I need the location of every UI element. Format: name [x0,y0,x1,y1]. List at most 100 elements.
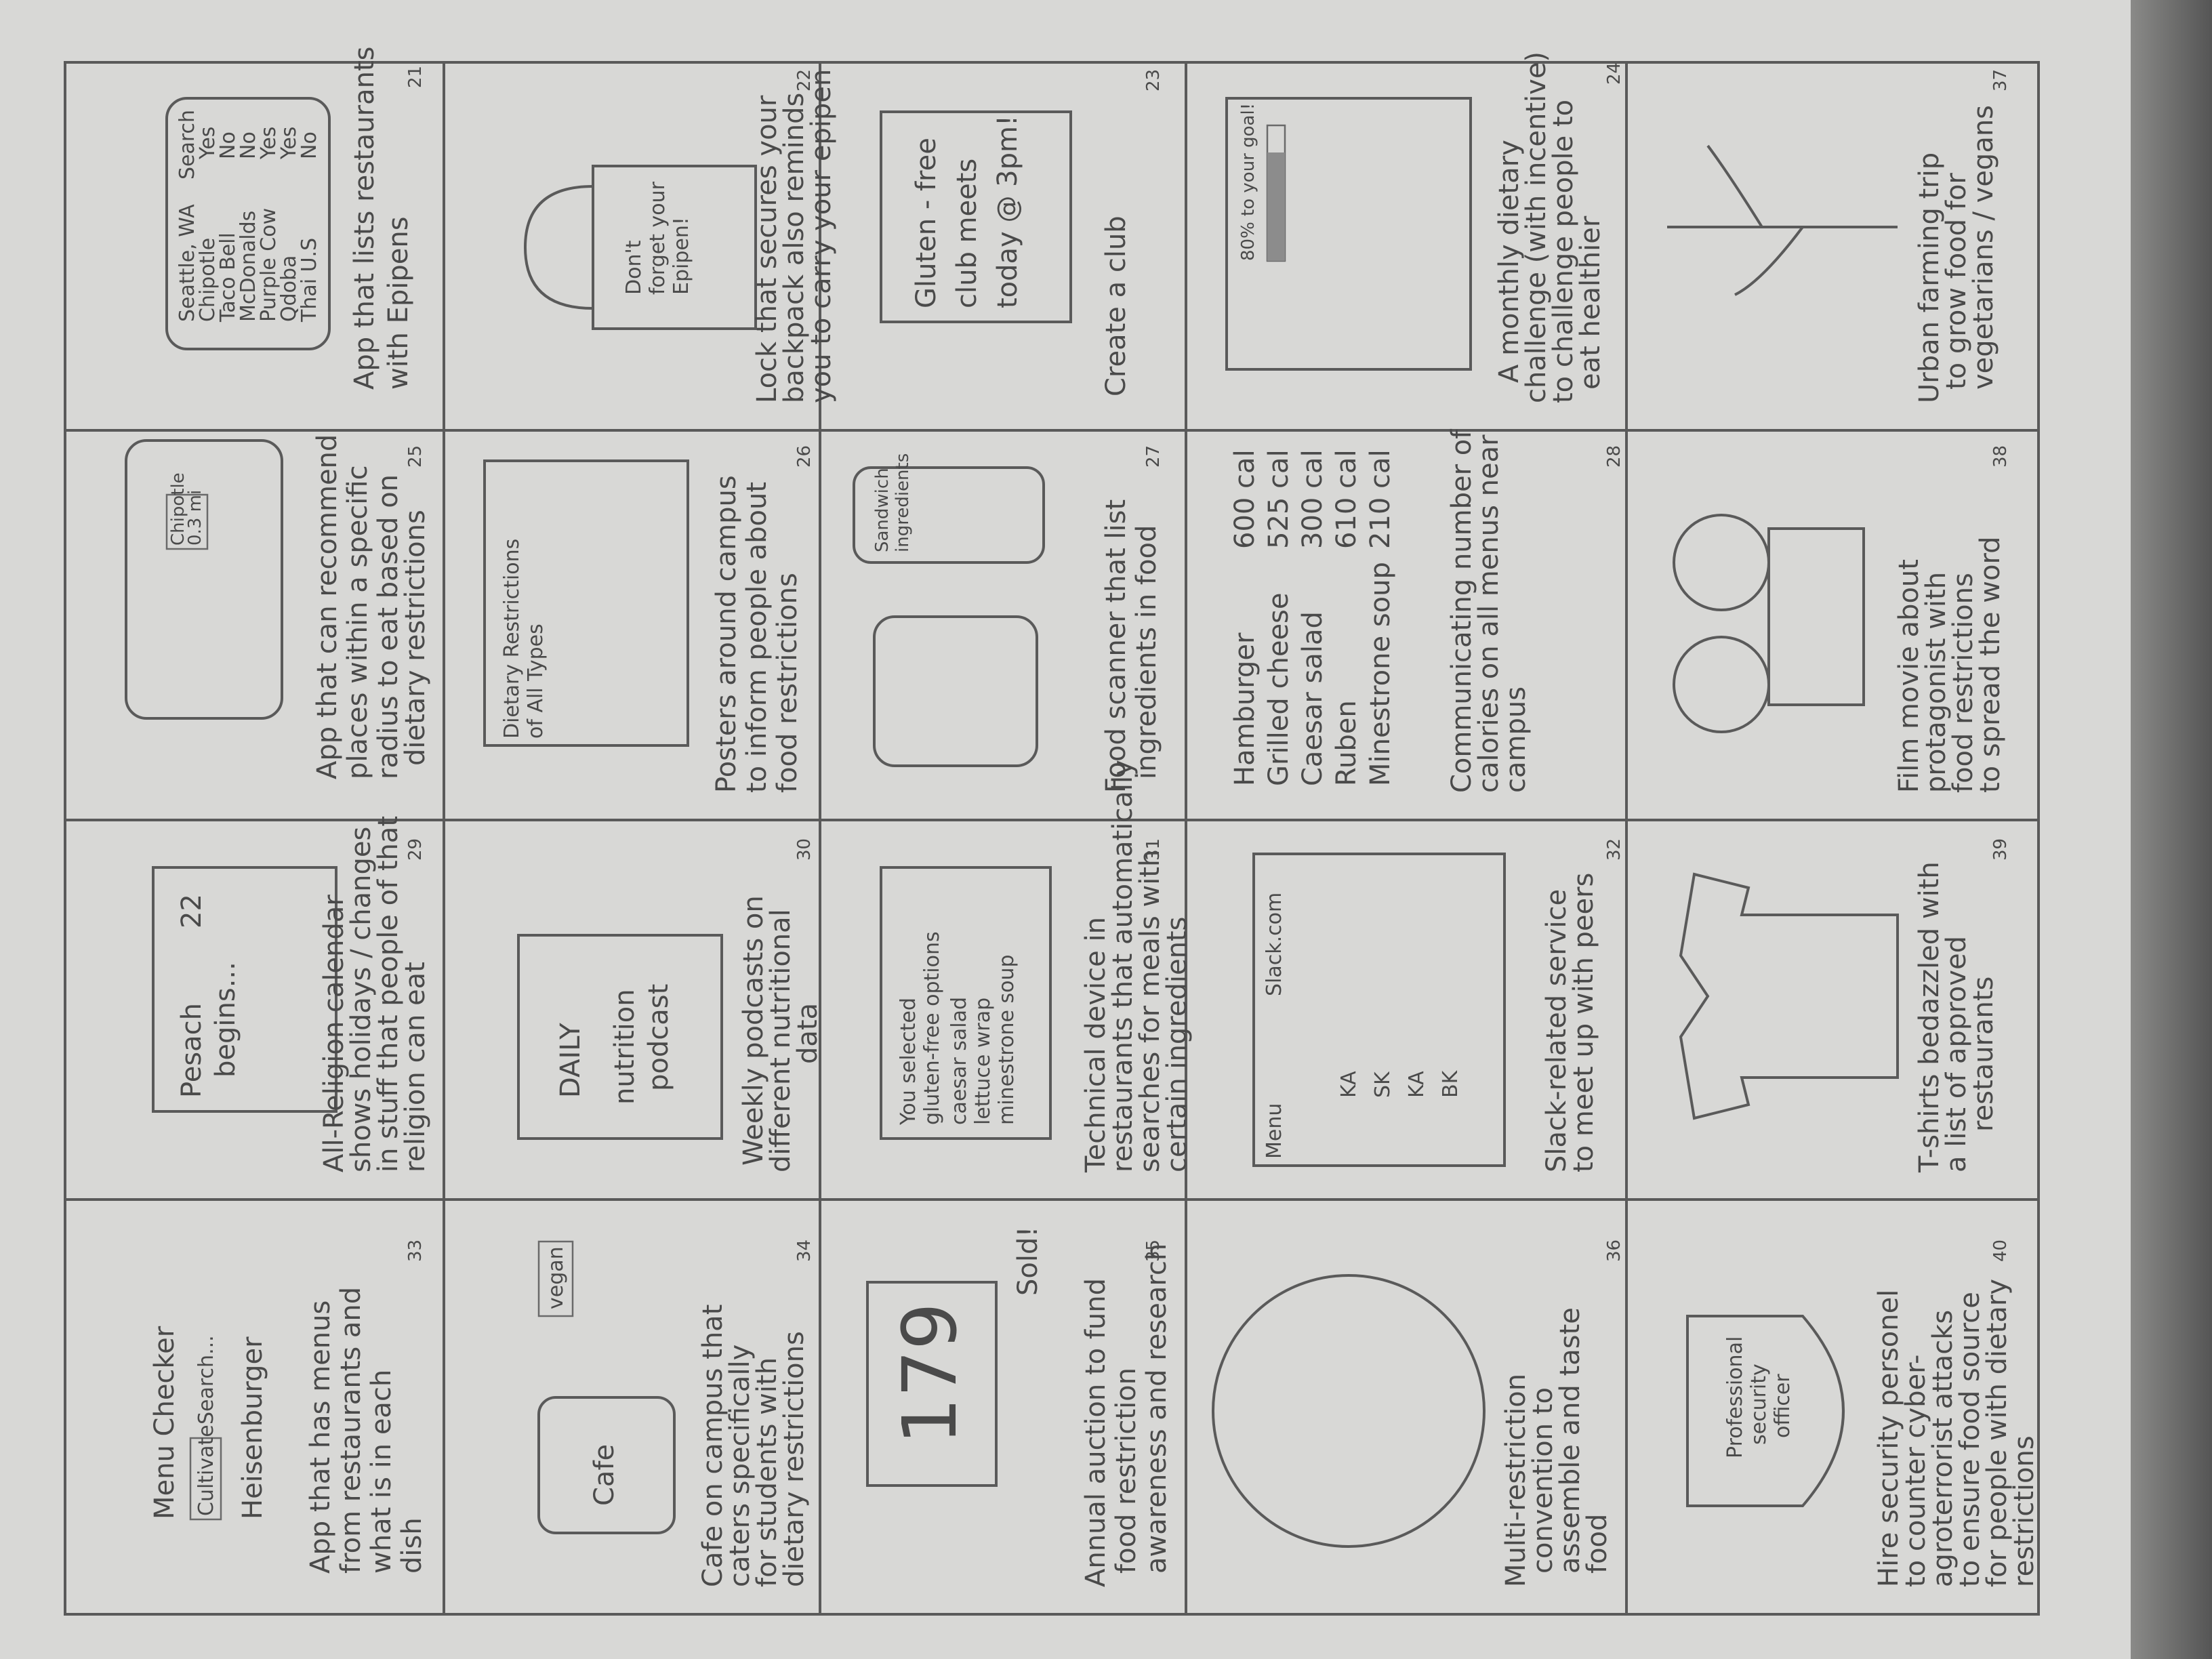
caption-line: restaurants that automatically [1107,760,1139,1172]
paper-edge-shadow [2131,0,2212,1659]
lock-tag-text: Epipen! [670,217,693,295]
poster-title: of All Types [524,623,548,739]
poster-title: Dietary Restrictions [500,539,524,739]
cell-32: 32 Slack.com Menu KA SK KA BK Slack-rela… [1252,838,1624,1172]
caption-line: caters specifically [724,1345,756,1587]
menu-item: Caesar salad [1297,611,1328,786]
phone-row-name: Qdoba [277,255,301,322]
cell-number: 39 [1990,838,2011,861]
caption-line: with Epipens [383,216,414,390]
calendar-event: begins... [210,962,241,1078]
caption-line: Technical device in [1080,917,1111,1173]
cell-number: 32 [1604,838,1624,861]
cell-36: 36 Multi-restriction convention to assem… [1212,1240,1624,1587]
caption-line: A monthly dietary [1494,140,1525,383]
caption-line: eat healthier [1575,216,1606,390]
calendar-event: Pesach [176,1003,207,1098]
cell-22: 22 Don't forget your Epipen! Lock that s… [523,69,837,403]
caption-line: shows holidays / changes [346,827,377,1172]
club-sign-text: club meets [951,159,983,308]
cell-23: 23 Gluten - free club meets today @ 3pm!… [880,69,1164,396]
caption-line: searches for meals with [1134,850,1166,1172]
caption-line: Multi-restriction [1500,1374,1532,1587]
slack-title: Slack.com [1263,893,1286,996]
cell-number: 31 [1143,838,1164,861]
caption-line: Posters around campus [711,475,742,793]
vegan-sign: vegan [544,1246,568,1309]
caption-line: food restriction [1111,1368,1142,1574]
device-option: caesar salad [947,997,971,1125]
cell-21: 21 Seattle, WA Search Chipotle Yes Taco … [165,46,426,390]
map-pin-distance: 0.3 mi [185,490,205,546]
phone-map-sketch [125,439,283,720]
device-option: minestrone soup [995,955,1019,1126]
caption-line: you to carry your epipen [806,69,837,403]
convention-floor-sketch [1212,1274,1486,1548]
caption-line: to counter cyber- [1900,1355,1931,1587]
phone-row-status: Yes [257,127,281,160]
calendar-day: 22 [176,894,207,928]
caption-line: food restrictions [1948,573,1979,793]
app-search-input: Search... [194,1335,218,1425]
caption-line: App that lists restaurants [349,46,380,390]
map-pin-label-box [165,493,209,550]
caption-line: protagonist with [1921,572,1952,793]
caption-line: assemble and taste [1555,1307,1586,1574]
cell-number: 34 [794,1240,815,1262]
cell-31: 31 You selected gluten-free options caes… [880,760,1193,1173]
device-screen-sketch [880,866,1052,1140]
auction-number: 179 [886,1303,973,1445]
caption-line: Urban farming trip [1914,152,1945,403]
security-badge-sketch [1686,1315,1845,1507]
auction-sold: Sold! [1012,1227,1044,1296]
cell-39: 39 T-shirts bedazzled with a list of app… [1679,838,2011,1173]
phone-row-status: No [298,131,321,159]
caption-line: for people with dietary [1982,1279,2013,1587]
phone-row-status: No [216,131,240,159]
cell-38: 38 Film movie about protagonist with foo… [1673,445,2011,793]
cell-number: 26 [794,445,815,468]
caption-line: awareness and research [1141,1244,1172,1574]
caption-line: to grow food for [1941,173,1972,390]
sandwich-sketch [873,615,1038,767]
caption-line: Weekly podcasts on [738,895,769,1166]
caption-line: certain ingredients [1162,917,1193,1172]
film-reel-sketch [1673,636,1770,733]
slack-window-sketch [1252,853,1506,1167]
cell-27: 27 Sandwich ingredients Food scanner tha… [853,445,1164,793]
phone-row-name: Purple Cow [257,208,281,322]
caption-line: Create a club [1101,216,1132,396]
caption-line: campus [1500,687,1532,793]
menu-item: Grilled cheese [1263,592,1294,786]
slack-item: BK [1439,1069,1462,1098]
progress-label: 80% to your goal! [1238,103,1258,261]
cell-25: 25 Chipotle 0.3 mi App that can recommen… [125,434,431,779]
slack-menu: Menu [1263,1103,1286,1159]
phone-table: Seattle, WA Search Chipotle Yes Taco Bel… [176,110,321,323]
caption-line: Lock that secures your [752,95,783,403]
caption-line: Cafe on campus that [697,1305,729,1587]
phone-row-status: Yes [196,127,220,160]
cell-26: 26 Dietary Restrictions of All Types Pos… [483,445,815,793]
mug-sketch [537,1396,676,1534]
cell-28: 28 Hamburger 600 cal Grilled cheese 525 … [1229,429,1624,793]
caption-line: data [792,1003,823,1064]
caption-line: to ensure food source [1954,1292,1986,1587]
lock-tag-text: forget your [646,181,670,295]
cell-number: 30 [794,838,815,861]
cell-number: 21 [405,66,426,88]
cell-number: 22 [794,69,815,91]
phone-row-status: No [237,131,260,159]
t-shirt-sketch [1679,872,1899,1120]
cell-number: 36 [1604,1240,1624,1262]
caption-line: radius to eat based on [373,474,404,779]
caption-line: Slack-related service [1541,889,1572,1172]
podcast-label: DAILY [555,1023,586,1098]
lock-shackle-sketch [523,185,594,310]
phone-row-status: Yes [277,127,301,160]
grid-lines [64,61,2040,1616]
caption-line: Food scanner that list [1101,499,1132,793]
caption-line: in stuff that people of that [373,816,404,1172]
badge-text: Professional [1723,1336,1747,1458]
